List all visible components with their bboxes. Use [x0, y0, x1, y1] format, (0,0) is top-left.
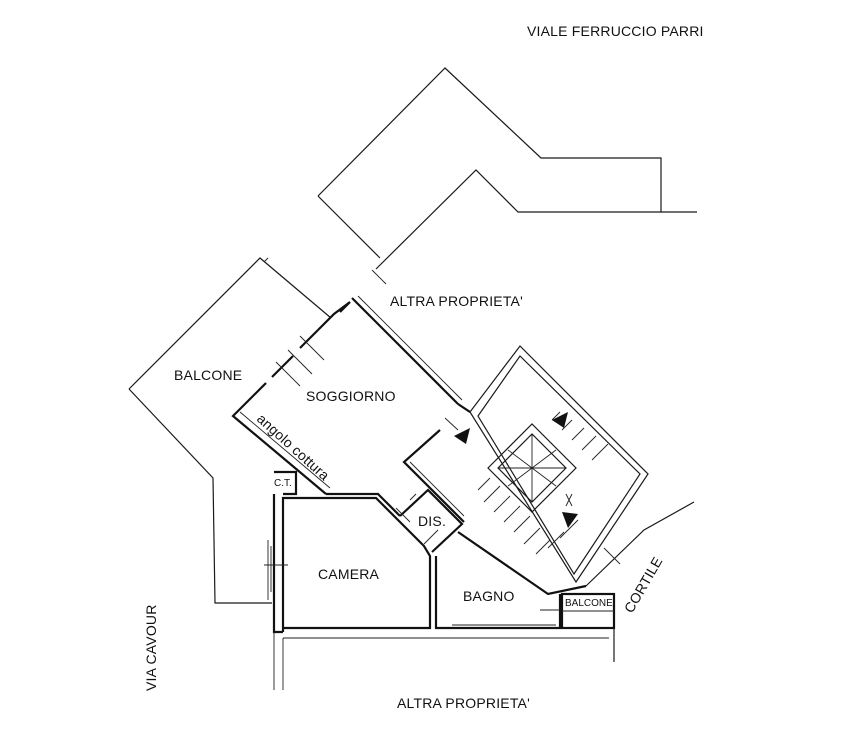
- stairwell: [469, 345, 649, 584]
- other-property-bottom-label: ALTRA PROPRIETA': [397, 695, 530, 711]
- balcony-outline: [128, 257, 332, 604]
- stair-up-arrow-icon: [552, 412, 568, 428]
- apartment-walls: [231, 295, 695, 690]
- street-left-label: VIA CAVOUR: [143, 604, 159, 691]
- courtyard-label: CORTILE: [621, 554, 666, 616]
- door-marks: [264, 335, 621, 611]
- room-dis-label: DIS.: [418, 513, 446, 529]
- room-bagno-label: BAGNO: [463, 588, 515, 604]
- room-balcone-label: BALCONE: [174, 367, 242, 383]
- street-top-label: VIALE FERRUCCIO PARRI: [527, 23, 704, 39]
- neighbouring-building-outline: [317, 67, 697, 285]
- room-balcone-small-label: BALCONE: [565, 598, 613, 609]
- other-property-top-label: ALTRA PROPRIETA': [390, 293, 523, 309]
- room-soggiorno-label: SOGGIORNO: [306, 388, 396, 404]
- room-camera-label: CAMERA: [318, 566, 380, 582]
- entrance-arrow-icon: [454, 428, 470, 444]
- room-ct-label: C.T.: [274, 478, 292, 489]
- stair-down-arrow-icon: [562, 512, 578, 528]
